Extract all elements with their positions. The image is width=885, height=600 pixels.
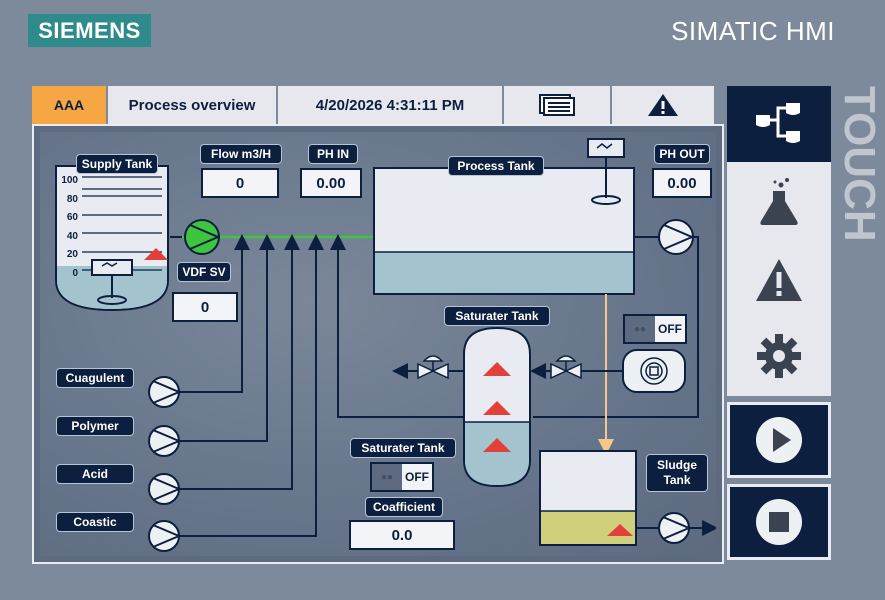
play-start-icon (756, 417, 802, 463)
sludge-pump[interactable] (658, 512, 692, 544)
coefficient-input[interactable]: 0.0 (349, 520, 455, 550)
top-bar: AAA Process overview 4/20/2026 4:31:11 P… (32, 86, 716, 124)
acid-pump[interactable] (148, 473, 182, 505)
polymer-pump[interactable] (148, 425, 182, 457)
touch-label: TOUCH (835, 86, 884, 242)
screen-title: Process overview (108, 86, 278, 124)
date-time-display: 4/20/2026 4:31:11 PM (278, 86, 504, 124)
alarm-button[interactable] (612, 86, 716, 124)
ph-in-value: 0.00 (300, 168, 362, 198)
process-flow-icon (756, 103, 800, 143)
stop-icon (756, 499, 802, 545)
nav-alarms[interactable] (727, 242, 831, 318)
saturater-tank (463, 326, 531, 488)
feed-pump[interactable] (184, 219, 221, 255)
process-tank-label: Process Tank (448, 156, 544, 176)
toggle-off-side: ●● (633, 323, 647, 335)
ph-in-label: PH IN (308, 144, 358, 164)
flow-value: 0 (201, 168, 279, 198)
sludge-tank-label: Sludge Tank (646, 454, 708, 492)
saturater-inlet-valve[interactable] (550, 355, 582, 380)
sludge-label-line2: Tank (663, 473, 691, 487)
cuagulent-label: Cuagulent (56, 368, 134, 388)
toggle-off-side: ●● (380, 471, 394, 483)
nav-process-overview[interactable] (727, 86, 831, 162)
scale-label: 100 (61, 175, 78, 186)
saturater-control-label: Saturater Tank (350, 438, 456, 458)
supply-mixer-motor-icon (91, 259, 133, 276)
supply-level-marker (144, 248, 168, 260)
side-navigation (727, 86, 831, 396)
siemens-logo: SIEMENS (28, 14, 151, 47)
acid-label: Acid (56, 464, 134, 484)
saturater-toggle[interactable]: ●● OFF (370, 462, 434, 492)
nav-settings[interactable] (727, 318, 831, 394)
supply-tank-label: Supply Tank (76, 154, 158, 174)
supply-tank (55, 165, 169, 312)
cuagulent-pump[interactable] (148, 376, 182, 408)
scale-label: 40 (66, 230, 78, 242)
compressor-icon[interactable] (622, 349, 686, 393)
settings-gear-icon (757, 334, 801, 378)
toggle-state: OFF (402, 464, 432, 490)
compressor-toggle[interactable]: ●● OFF (623, 314, 687, 344)
process-canvas: 100 80 60 40 20 0 Supply Tank Flow m3/H … (40, 132, 716, 556)
sludge-label-line1: Sludge (656, 458, 697, 472)
scale-label: 20 (66, 249, 78, 260)
process-panel: 100 80 60 40 20 0 Supply Tank Flow m3/H … (32, 124, 724, 564)
coastic-pump[interactable] (148, 520, 182, 552)
toggle-state: OFF (655, 316, 685, 342)
alarm-class-indicator[interactable]: AAA (32, 86, 108, 124)
product-title: SIMATIC HMI (671, 16, 835, 46)
sludge-tank (539, 450, 637, 546)
scale-label: 0 (72, 267, 78, 279)
nav-laboratory[interactable] (727, 164, 831, 240)
coastic-label: Coastic (56, 512, 134, 532)
screens-list-button[interactable] (504, 86, 612, 124)
ph-out-value: 0.00 (652, 168, 712, 198)
screens-list-icon (539, 94, 575, 116)
stop-button[interactable] (727, 484, 831, 560)
laboratory-flask-icon (760, 178, 798, 225)
scale-label: 60 (66, 212, 78, 223)
alarm-warning-icon (756, 259, 802, 301)
supply-tank-scale: 100 80 60 40 20 0 (58, 172, 78, 283)
saturater-tank-label: Saturater Tank (444, 306, 550, 326)
start-button[interactable] (727, 402, 831, 478)
alarm-warning-icon (648, 94, 678, 116)
ph-out-label: PH OUT (654, 144, 710, 164)
process-tank (373, 138, 635, 295)
vdf-sv-label: VDF SV (177, 262, 231, 282)
saturater-outlet-valve[interactable] (417, 355, 449, 380)
polymer-label: Polymer (56, 416, 134, 436)
process-outlet-pump[interactable] (658, 219, 695, 255)
flow-label: Flow m3/H (200, 144, 282, 164)
coefficient-label: Coafficient (365, 497, 443, 517)
vdf-sv-input[interactable]: 0 (172, 292, 238, 322)
piping-diagram (55, 138, 716, 552)
scale-label: 80 (66, 193, 78, 205)
